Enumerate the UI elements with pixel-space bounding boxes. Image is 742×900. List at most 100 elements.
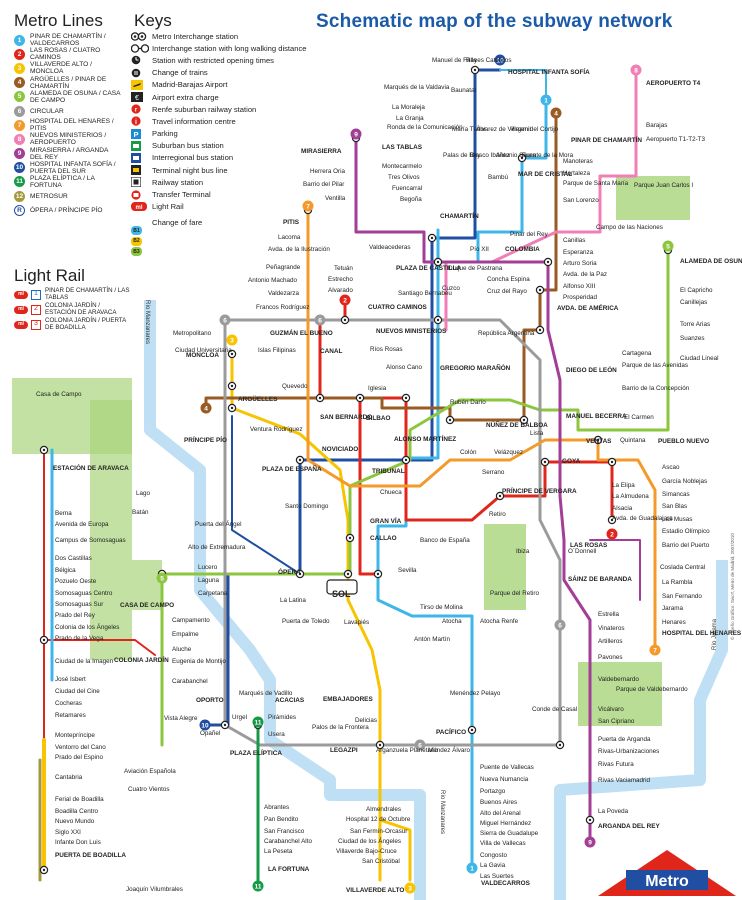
svg-text:3: 3 — [408, 885, 412, 892]
station-carabanchel: Carabanchel — [172, 678, 208, 685]
airport-icon — [131, 79, 149, 90]
station-santo-domingo: Santo Domingo — [285, 503, 329, 510]
key-label: Change of trains — [152, 68, 208, 78]
station-siglo-xxi: Siglo XXI — [55, 829, 81, 836]
station-puerta-arganda: Puerta de Arganda — [598, 736, 651, 743]
station-republica-argentina: República Argentina — [478, 330, 535, 337]
rivers — [144, 300, 728, 900]
station-oporto: OPORTO — [196, 697, 224, 704]
line-1-label: PINAR DE CHAMARTÍN / VALDECARROS — [30, 33, 106, 48]
station-campus-somosaguas: Campus de Somosaguas — [55, 537, 126, 544]
station-la-poveda: La Poveda — [598, 808, 629, 815]
station-acacias: ACACIAS — [275, 697, 305, 704]
station-alto-arenal: Alto del Arenal — [480, 810, 521, 817]
interchange-station-icon — [585, 815, 595, 825]
station-parque-santa-maria: Parque de Santa María — [563, 180, 629, 187]
line-4-marker-icon: 4 — [550, 107, 562, 119]
station-penagrande: Peñagrande — [266, 264, 301, 271]
station-san-fernando: San Fernando — [662, 593, 702, 600]
station-fuencarral: Fuencarral — [392, 185, 423, 192]
station-goya: GOYA — [562, 458, 581, 465]
station-canal: CANAL — [320, 348, 343, 355]
line-10-marker-icon: 10 — [199, 719, 211, 731]
line-7-marker-icon: 7 — [302, 200, 314, 212]
line-11-marker-icon: 11 — [252, 716, 264, 728]
interregional-bus-icon — [131, 152, 149, 163]
interchange-station-icon — [345, 533, 355, 543]
interchange-station-icon — [519, 415, 529, 425]
line-7-badge-icon: 7 — [14, 119, 25, 131]
interchange-station-icon — [593, 435, 603, 445]
station-villaverde-alto: VILLAVERDE ALTO — [346, 887, 405, 894]
station-colon: Colón — [460, 449, 477, 456]
station-ciudad-imagen: Ciudad de la Imagen — [55, 658, 114, 665]
station-aeropuerto-t4: AEROPUERTO T4 — [646, 80, 701, 87]
line-5-label: ALAMEDA DE OSUNA / CASA DE CAMPO — [30, 89, 121, 104]
line-9 — [354, 136, 592, 844]
svg-text:€: € — [135, 95, 139, 102]
station-piramides: Pirámides — [268, 714, 296, 721]
station-el-carmen: El Carmen — [624, 414, 654, 421]
station-la-gavia: La Gavia — [480, 862, 506, 869]
line-5-badge-icon: 5 — [14, 91, 25, 103]
station-laguna: Laguna — [198, 577, 220, 584]
key-label: Railway station — [152, 177, 204, 187]
station-alsacia: Alsacia — [612, 505, 633, 512]
key-label: Airport extra charge — [152, 92, 219, 102]
river-manzanares-label-2: Río Manzanares — [439, 790, 445, 834]
key-label: Light Rail — [152, 202, 184, 212]
station-arguelles: ARGÜELLES — [238, 396, 278, 403]
station-pinar-del-rey: Pinar del Rey — [510, 231, 548, 238]
station-la-fortuna: LA FORTUNA — [268, 866, 310, 873]
station-ronda-comunicacion: Ronda de la Comunicación — [387, 124, 463, 131]
station-la-almudena: La Almudena — [612, 493, 649, 500]
station-las-tablas: LAS TABLAS — [382, 144, 422, 151]
station-puerta-boadilla: PUERTA DE BOADILLA — [55, 852, 127, 859]
fare-badge-b1-icon: B1 — [131, 226, 142, 235]
line-10-marker-icon: 10 — [494, 54, 506, 66]
station-chamartin: CHAMARTÍN — [440, 213, 479, 220]
change-trains-icon — [131, 68, 149, 78]
station-monteprincipe: Montepríncipe — [55, 732, 95, 739]
interchange-station-icon — [427, 233, 437, 243]
interchange-station-icon — [543, 257, 553, 267]
station-jarama: Jarama — [662, 605, 683, 612]
interchange-station-icon — [340, 315, 350, 325]
line-5-marker-icon: 5 — [662, 240, 674, 252]
station-plaza-espana: PLAZA DE ESPAÑA — [262, 466, 322, 473]
station-tres-olivos: Tres Olivos — [388, 174, 420, 181]
station-retamares: Retamares — [55, 712, 86, 719]
station-montecarmelo: Montecarmelo — [382, 163, 422, 170]
station-san-bernardo: SAN BERNARDO — [320, 414, 373, 421]
station-somosaguas-centro: Somosaguas Centro — [55, 590, 113, 597]
legend-line-11: 11 PLAZA ELÍPTICA / LA FORTUNA — [14, 175, 122, 189]
line-11-label: PLAZA ELÍPTICA / LA FORTUNA — [30, 174, 95, 189]
park-valdebernardo — [578, 662, 662, 726]
station-bilbao: BILBAO — [366, 415, 391, 422]
svg-text:7: 7 — [306, 203, 310, 210]
station-rivas-futura: Rivas Futura — [598, 761, 634, 768]
line-6-marker-icon: 6 — [219, 314, 231, 326]
station-las-suertes: Las Suertes — [480, 873, 514, 880]
station-colonia-jardin: COLONIA JARDÍN — [114, 657, 169, 664]
station-embajadores: EMBAJADORES — [323, 696, 373, 703]
interchange-station-icon — [433, 257, 443, 267]
line-10 — [203, 68, 502, 727]
station-cuzco: Cuzco — [442, 285, 460, 292]
svg-text:i: i — [135, 119, 137, 126]
svg-text:10: 10 — [496, 57, 504, 64]
line-11-badge-icon: 11 — [14, 176, 25, 188]
key-label: Metro Interchange station — [152, 31, 239, 41]
sol-station-box — [326, 579, 358, 595]
line-2-label: LAS ROSAS / CUATRO CAMINOS — [30, 47, 101, 62]
station-buenos-aires: Buenos Aires — [480, 799, 518, 806]
station-coslada-central: Coslada Central — [660, 564, 706, 571]
station-aluche: Aluche — [172, 646, 192, 653]
station-banco-espana: Banco de España — [420, 537, 470, 544]
station-barrio-pilar: Barrio del Pilar — [303, 181, 345, 188]
station-hospital-henares: HOSPITAL DEL HENARES — [662, 630, 742, 637]
